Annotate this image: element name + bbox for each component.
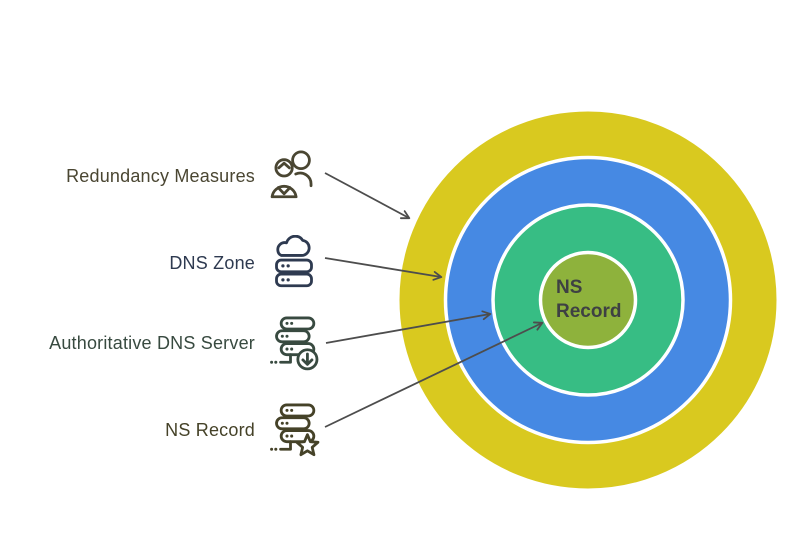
label-dns-zone: DNS Zone <box>169 252 255 273</box>
arrow-redundancy-measures <box>324 172 411 220</box>
server-star-icon <box>270 403 320 457</box>
label-row-redundancy-measures: Redundancy Measures <box>0 147 322 205</box>
arrow-ns-record <box>324 321 544 428</box>
label-row-ns-record: NS Record <box>0 401 322 459</box>
center-label: NS Record <box>556 277 621 322</box>
label-authoritative-dns-server: Authoritative DNS Server <box>49 332 255 353</box>
cloud-server-icon <box>275 235 313 288</box>
label-redundancy-measures: Redundancy Measures <box>66 165 255 186</box>
people-icon <box>270 150 313 199</box>
ring-ns-record-core <box>538 250 638 350</box>
arrow-authoritative-dns-server <box>325 310 492 344</box>
label-row-dns-zone: DNS Zone <box>0 234 322 292</box>
label-ns-record: NS Record <box>165 419 255 440</box>
server-download-icon <box>270 316 319 371</box>
label-row-authoritative-dns-server: Authoritative DNS Server <box>0 314 322 372</box>
arrow-dns-zone <box>324 257 443 281</box>
